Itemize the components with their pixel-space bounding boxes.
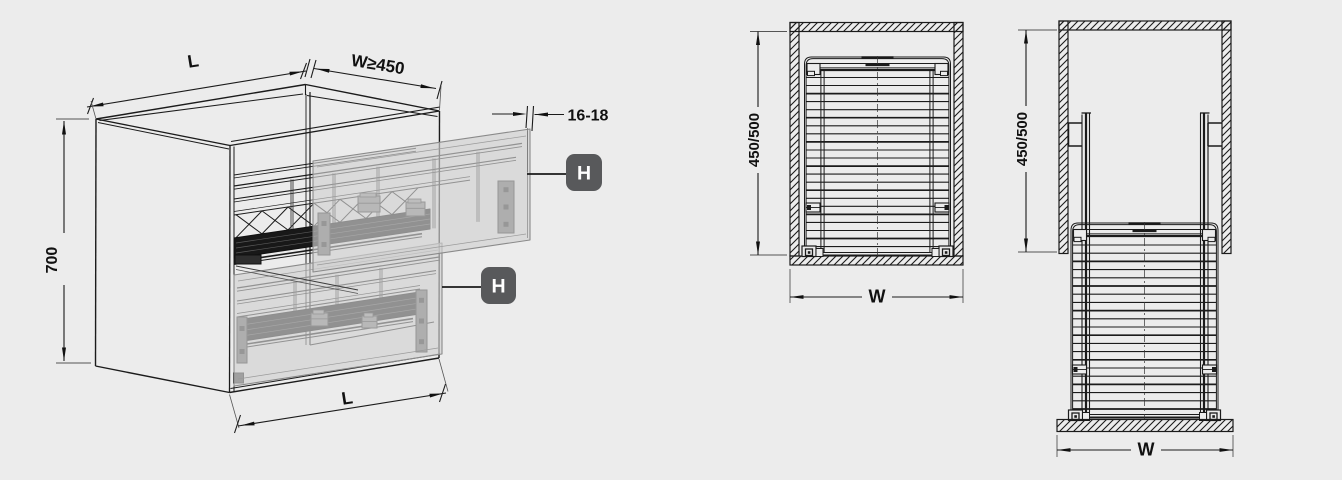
- svg-text:L: L: [186, 50, 200, 72]
- svg-text:H: H: [577, 163, 591, 185]
- svg-text:L: L: [340, 387, 354, 408]
- svg-text:16-18: 16-18: [568, 108, 609, 125]
- svg-text:450/500: 450/500: [746, 113, 763, 167]
- svg-text:H: H: [491, 276, 505, 298]
- svg-text:W: W: [1138, 440, 1155, 460]
- svg-text:W: W: [869, 287, 886, 307]
- svg-text:450/500: 450/500: [1014, 112, 1031, 166]
- svg-text:700: 700: [44, 247, 61, 274]
